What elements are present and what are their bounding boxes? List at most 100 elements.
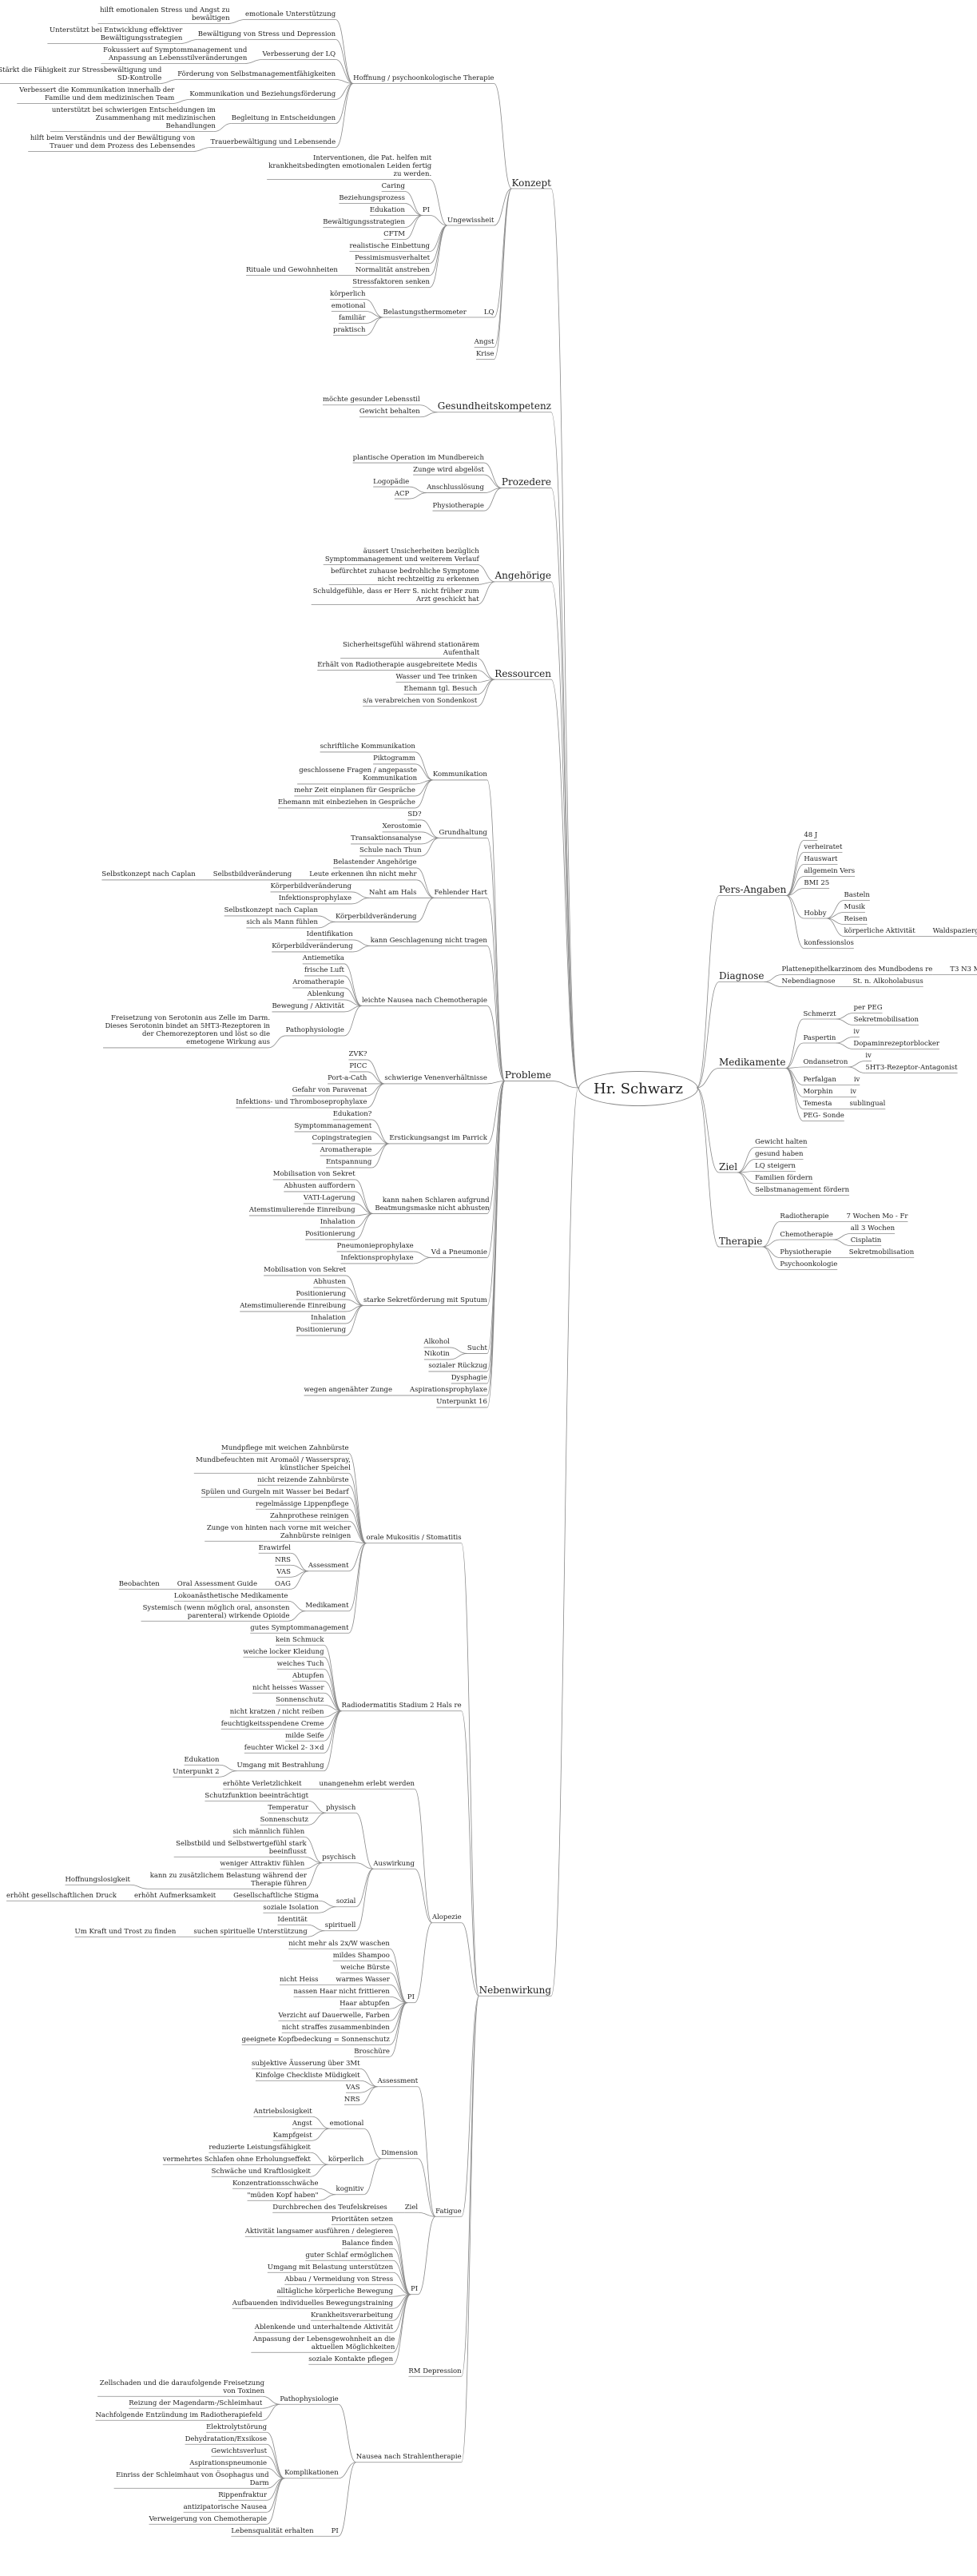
node-sucht[interactable]: Sucht [467, 1344, 487, 1352]
node-gesund-haben[interactable]: gesund haben [755, 1150, 804, 1158]
node-sich-m-nnlich-f-hlen[interactable]: sich männlich fühlen [232, 1827, 305, 1836]
node-ondansetron[interactable]: Ondansetron [803, 1057, 848, 1066]
node-sonnenschutz[interactable]: Sonnenschutz [276, 1695, 324, 1704]
node-antiemetika[interactable]: Antiemetika [302, 954, 344, 963]
node-lebensqualit-t-erhalten[interactable]: Lebensqualität erhalten [231, 2526, 314, 2535]
node-kommunikation-und-beziehungsf-rd[interactable]: Kommunikation und Beziehungsförderung [189, 90, 336, 98]
node-peg-sonde[interactable]: PEG- Sonde [803, 1112, 844, 1120]
node-k-rperliche-aktivit-t[interactable]: körperliche Aktivität [844, 927, 915, 935]
node-regelm-ssige-lippenpflege[interactable]: regelmässige Lippenpflege [256, 1499, 349, 1508]
node-erh-lt-von-radiotherapie-ausgebr[interactable]: Erhält von Radiotherapie ausgebreitete M… [317, 661, 478, 670]
node-zvk[interactable]: ZVK? [348, 1050, 367, 1059]
node-wasser-und-tee-trinken[interactable]: Wasser und Tee trinken [395, 673, 478, 682]
node-f-rderung-von-selbstmanagementf-[interactable]: Förderung von Selbstmanagementfähigkeite… [177, 70, 336, 78]
node-weniger-attraktiv-f-hlen[interactable]: weniger Attraktiv fühlen [220, 1859, 305, 1868]
node-infektionsprophylaxe[interactable]: Infektionsprophylaxe [340, 1254, 414, 1263]
node-xerostomie[interactable]: Xerostomie [382, 822, 422, 831]
node-st-rkt-die-f-higkeit-zur-stressb[interactable]: Stärkt die Fähigkeit zur Stressbewältigu… [0, 66, 162, 82]
node-stressfaktoren-senken[interactable]: Stressfaktoren senken [352, 278, 430, 286]
node-nicht-heiss[interactable]: nicht Heiss [280, 1975, 319, 1984]
node-musik[interactable]: Musik [844, 903, 865, 911]
node-physiotherapie[interactable]: Physiotherapie [780, 1248, 832, 1256]
branch-therapie[interactable]: Therapie [719, 1235, 763, 1247]
node-praktisch[interactable]: praktisch [333, 326, 366, 334]
node-freisetzung-von-serotonin-aus-ze[interactable]: Freisetzung von Serotonin aus Zelle im D… [105, 1014, 271, 1047]
node-erstickungsangst-im-parrick[interactable]: Erstickungsangst im Parrick [389, 1134, 487, 1143]
node-nicht-heisses-wasser[interactable]: nicht heisses Wasser [252, 1683, 324, 1692]
node-t3-n3-m0[interactable]: T3 N3 M0 [950, 966, 977, 973]
node-abhusten[interactable]: Abhusten [313, 1278, 347, 1287]
node-abhusten-auffordern[interactable]: Abhusten auffordern [284, 1182, 355, 1191]
node-nachfolgende-entz-ndung-im-radio[interactable]: Nachfolgende Entzündung im Radiotherapie… [95, 2411, 263, 2419]
branch-probleme[interactable]: Probleme [504, 1069, 551, 1081]
node-emotional[interactable]: emotional [329, 2119, 364, 2128]
node-frische-luft[interactable]: frische Luft [304, 966, 344, 975]
node-aromatherapie[interactable]: Aromatherapie [292, 978, 344, 987]
node-sd[interactable]: SD? [407, 810, 422, 819]
node-vermehrtes-schlafen-ohne-erholun[interactable]: vermehrtes Schlafen ohne Erholungseffekt [162, 2155, 311, 2164]
node-caring[interactable]: Caring [381, 182, 405, 190]
branch-nebenwirkung[interactable]: Nebenwirkung [479, 1984, 551, 1996]
node-radiodermatitis-stadium-2-hals-r[interactable]: Radiodermatitis Stadium 2 Hals re [341, 1702, 462, 1710]
node-kampfgeist[interactable]: Kampfgeist [272, 2131, 312, 2140]
node-leute-erkennen-ihn-nicht-mehr[interactable]: Leute erkennen ihn nicht mehr [309, 870, 417, 879]
node-verheiratet[interactable]: verheiratet [804, 843, 843, 851]
node-feuchtigkeitsspendene-creme[interactable]: feuchtigkeitsspendene Creme [220, 1719, 324, 1728]
node-zahnprothese-reinigen[interactable]: Zahnprothese reinigen [270, 1511, 349, 1520]
node-morphin[interactable]: Morphin [803, 1088, 833, 1096]
node-pi[interactable]: PI [411, 2285, 419, 2294]
node-feuchter-wickel-2-3-d[interactable]: feuchter Wickel 2- 3×d [244, 1743, 324, 1752]
node-unterst-tzt-bei-entwicklung-effe[interactable]: Unterstützt bei Entwicklung effektiver B… [49, 26, 183, 42]
node-identifikation[interactable]: Identifikation [306, 930, 353, 939]
node-7-wochen-mo-fr[interactable]: 7 Wochen Mo - Fr [846, 1212, 908, 1220]
node-auswirkung[interactable]: Auswirkung [373, 1859, 415, 1868]
node-ehemann-tgl-besuch[interactable]: Ehemann tgl. Besuch [403, 685, 478, 694]
node-atemstimulierende-einreibung[interactable]: Atemstimulierende Einreibung [240, 1302, 347, 1311]
node-kann-nahen-schlaren-aufgrund-bea[interactable]: kann nahen Schlaren aufgrund Beatmungsma… [375, 1196, 490, 1212]
node-fokussiert-auf-symptommanagement[interactable]: Fokussiert auf Symptommanagement und Anp… [103, 46, 248, 62]
node-anpassung-der-lebensgewohnheit-a[interactable]: Anpassung der Lebensgewohnheit an die ak… [252, 2335, 395, 2351]
root-node[interactable]: Hr. Schwarz [578, 1071, 698, 1106]
node-antizipatorische-nausea[interactable]: antizipatorische Nausea [183, 2502, 268, 2511]
node-nicht-mehr-als-2x-w-waschen[interactable]: nicht mehr als 2x/W waschen [288, 1939, 390, 1948]
node-orale-mukositis-stomatitis[interactable]: orale Mukositis / Stomatitis [366, 1534, 462, 1543]
node-aufbauenden-individuelles-bewegu[interactable]: Aufbauenden individuelles Bewegungstrain… [232, 2299, 394, 2307]
node-schwierige-venenverh-ltnisse[interactable]: schwierige Venenverhältnisse [384, 1074, 487, 1083]
node-k-rperbildver-nderung[interactable]: Körperbildveränderung [272, 942, 353, 951]
node-ungewissheit[interactable]: Ungewissheit [447, 216, 494, 225]
node-allt-gliche-k-rperliche-bewegung[interactable]: alltägliche körperliche Bewegung [276, 2287, 394, 2295]
node-systemisch-wenn-m-glich-oral-ans[interactable]: Systemisch (wenn möglich oral, ansonsten… [142, 1603, 290, 1620]
node-bew-ltigungsstrategien[interactable]: Bewältigungsstrategien [323, 218, 405, 226]
node-dopaminrezeptorblocker[interactable]: Dopaminrezeptorblocker [853, 1040, 939, 1048]
node-pi[interactable]: PI [331, 2526, 339, 2535]
node-nicht-reizende-zahnb-rste[interactable]: nicht reizende Zahnbürste [257, 1475, 349, 1484]
node-pessimismusverhaltet[interactable]: Pessimismusverhaltet [355, 254, 431, 262]
node-assessment[interactable]: Assessment [308, 1562, 349, 1571]
node-belastungsthermometer[interactable]: Belastungsthermometer [383, 308, 467, 317]
node-gewicht-behalten[interactable]: Gewicht behalten [359, 408, 420, 416]
node-temesta[interactable]: Temesta [803, 1100, 832, 1108]
node-weiche-locker-kleidung[interactable]: weiche locker Kleidung [243, 1647, 324, 1656]
node-reizung-der-magendarm-schleimhau[interactable]: Reizung der Magendarm-/Schleimhaut [129, 2399, 263, 2407]
node-per-peg[interactable]: per PEG [853, 1004, 883, 1012]
node-oag[interactable]: OAG [275, 1579, 291, 1588]
node-waldspaziergang[interactable]: Waldspaziergang [932, 927, 977, 935]
node-sozial[interactable]: sozial [336, 1897, 356, 1906]
node-hoffnung-psychoonkologische-ther[interactable]: Hoffnung / psychoonkologische Therapie [353, 74, 494, 82]
node-suchen-spirituelle-unterst-tzung[interactable]: suchen spirituelle Unterstützung [193, 1927, 308, 1936]
node-plattenepithelkarzinom-des-mundb[interactable]: Plattenepithelkarzinom des Mundbodens re [781, 966, 933, 973]
node-all-3-wochen[interactable]: all 3 Wochen [850, 1224, 896, 1232]
node-kognitiv[interactable]: kognitiv [336, 2185, 364, 2194]
node-schriftliche-kommunikation[interactable]: schriftliche Kommunikation [320, 743, 415, 751]
node-pathophysiologie[interactable]: Pathophysiologie [280, 2395, 339, 2403]
node-selbstbildver-nderung[interactable]: Selbstbildveränderung [212, 870, 292, 879]
node-piktogramm[interactable]: Piktogramm [373, 754, 415, 763]
node-anschlussl-sung[interactable]: Anschlusslösung [427, 484, 484, 492]
node-krise[interactable]: Krise [475, 350, 494, 358]
node-48-j[interactable]: 48 J [804, 831, 818, 839]
node-plantische-operation-im-mundbere[interactable]: plantische Operation im Mundbereich [352, 453, 484, 462]
node-erh-hte-verletzlichkeit[interactable]: erhöhte Verletzlichkeit [223, 1779, 302, 1788]
node-pathophysiologie[interactable]: Pathophysiologie [285, 1026, 344, 1035]
node-medikament[interactable]: Medikament [305, 1602, 349, 1610]
node-m-den-kopf-haben[interactable]: "müden Kopf haben" [247, 2191, 319, 2200]
